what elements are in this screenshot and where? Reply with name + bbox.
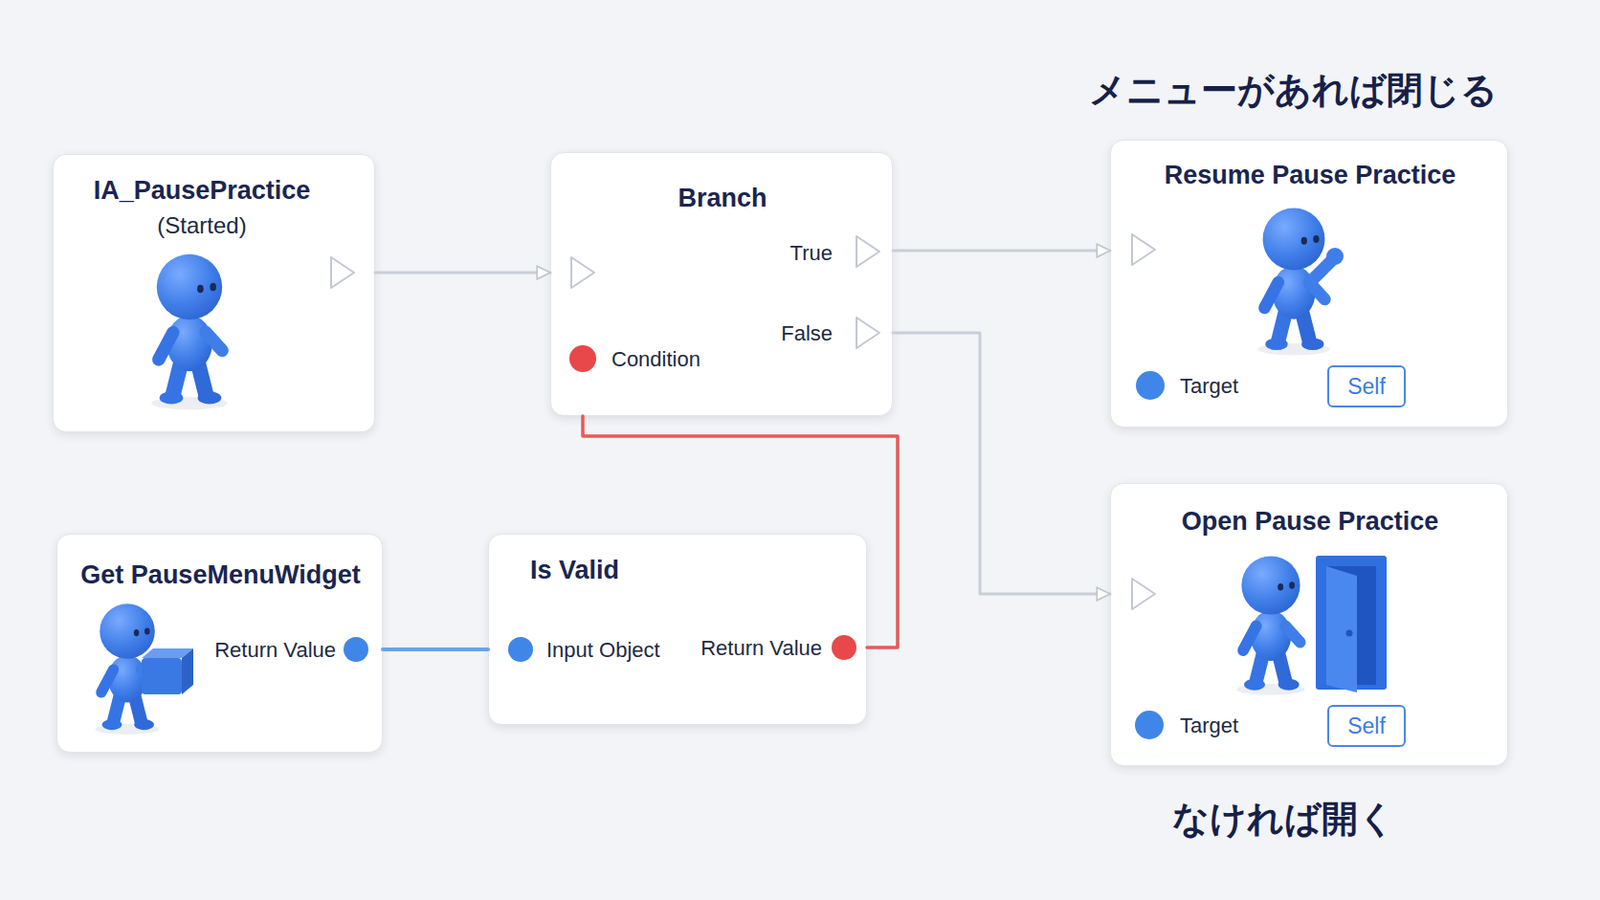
node-title: Is Valid <box>530 555 799 586</box>
wire-connector <box>382 647 489 652</box>
wire-connector <box>892 333 1111 595</box>
pin-label: False <box>679 321 833 346</box>
pin-label: Condition <box>611 347 823 372</box>
blueprint-node: BranchTrueFalseCondition <box>550 152 893 417</box>
pin-label: Return Value <box>154 638 336 663</box>
pin-label: Target <box>1179 713 1314 738</box>
self-pin-button: Self <box>1327 365 1406 408</box>
wire-connector <box>892 249 1111 253</box>
wire-connector <box>375 271 551 275</box>
blueprint-node: IA_PausePractice (Started) <box>52 154 376 433</box>
node-title: IA_PausePractice <box>72 176 332 206</box>
pin-label: True <box>679 241 833 266</box>
node-title: Get PauseMenuWidget <box>63 560 378 591</box>
node-subtitle: (Started) <box>72 212 332 240</box>
annotation-text: なければ開く <box>996 795 1571 845</box>
node-title: Open Pause Practice <box>1120 507 1500 537</box>
pin-label: Target <box>1179 374 1314 399</box>
node-title: Resume Pause Practice <box>1120 160 1500 191</box>
blueprint-node: Open Pause PracticeTarget Self <box>1110 483 1509 767</box>
node-title: Branch <box>579 183 866 214</box>
blueprint-node: Is ValidInput ObjectReturn Value <box>488 533 867 726</box>
annotation-text: メニューがあれば閉じる <box>977 66 1600 115</box>
self-pin-button: Self <box>1327 705 1406 748</box>
blueprint-node: Get PauseMenuWidgetReturn Value <box>56 533 383 754</box>
pin-label: Input Object <box>546 638 719 663</box>
blueprint-node: Resume Pause PracticeTarget Self <box>1110 139 1509 428</box>
pin-label: Return Value <box>649 636 823 661</box>
